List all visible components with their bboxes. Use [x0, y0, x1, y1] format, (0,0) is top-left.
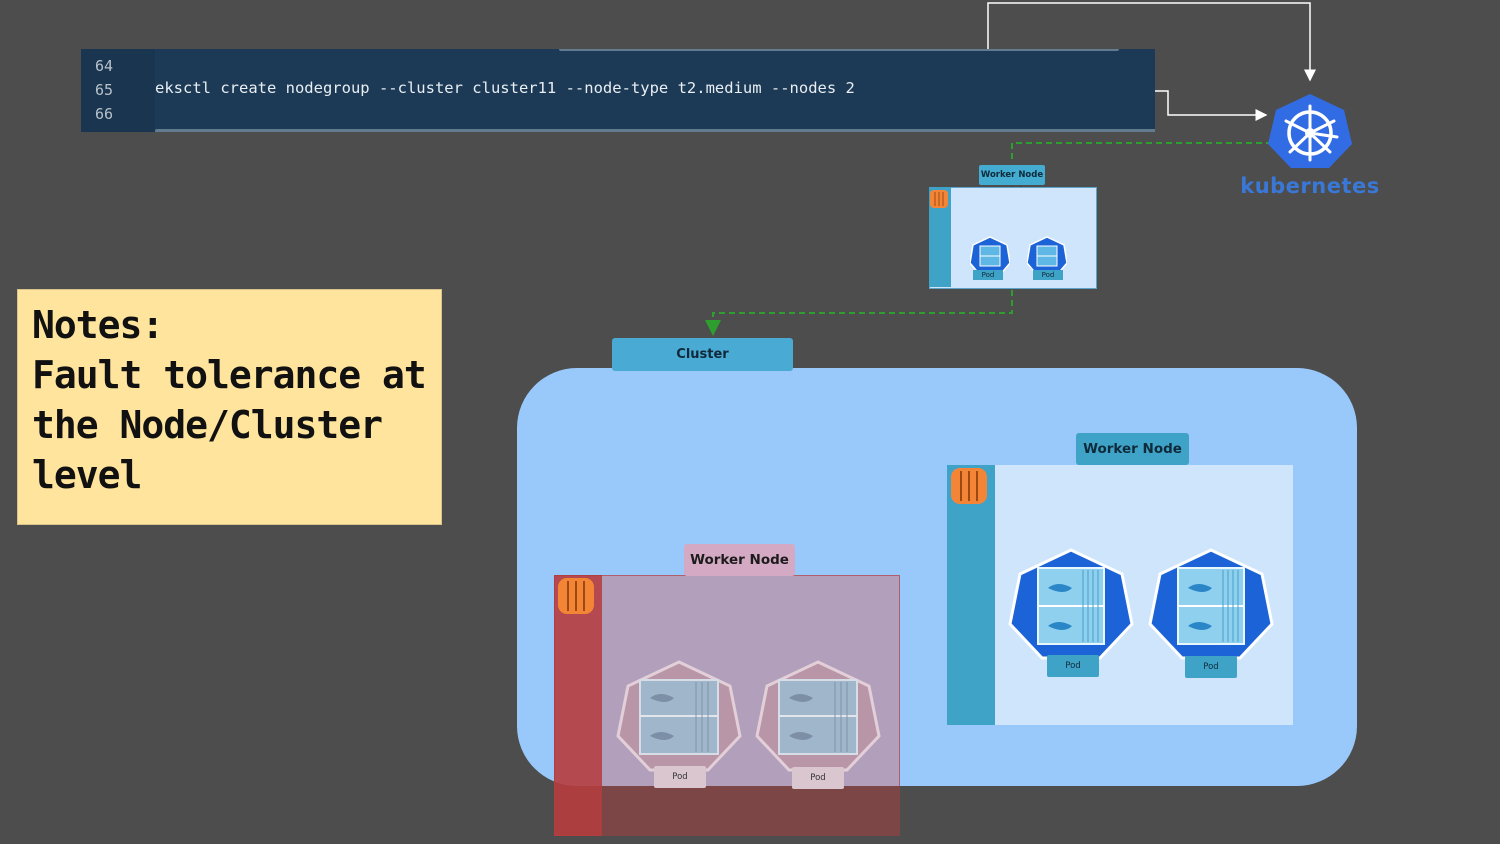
eksctl-command: eksctl create nodegroup --cluster cluste…	[155, 79, 855, 97]
pod-label: Pod	[1185, 656, 1237, 678]
pod-label: Pod	[1047, 655, 1099, 677]
small-worker-node	[929, 187, 1097, 289]
code-snippet: 64 65 66 eksctl create nodegroup --clust…	[81, 49, 1155, 132]
line-number: 65	[95, 81, 114, 99]
line-gutter	[81, 49, 155, 132]
right-worker-node-label: Worker Node	[1076, 433, 1189, 465]
small-worker-node-label: Worker Node	[979, 165, 1045, 185]
kubernetes-helm-icon	[1268, 94, 1352, 168]
notes-line: level	[32, 453, 142, 497]
partial-line	[559, 49, 1119, 51]
docker-container-icon	[616, 660, 742, 772]
docker-container-icon	[755, 660, 881, 772]
ec2-instance-icon	[930, 190, 948, 208]
notes-line: Fault tolerance at	[32, 353, 427, 397]
partial-line	[155, 129, 1155, 132]
pod-label: Pod	[973, 270, 1003, 280]
left-worker-node-label: Worker Node	[684, 544, 795, 576]
docker-container-icon	[1027, 236, 1067, 277]
right-worker-node-strip	[947, 465, 995, 725]
line-number: 64	[95, 57, 114, 75]
kubernetes-wordmark: kubernetes	[1240, 174, 1380, 198]
wire-node-to-cluster	[705, 290, 1013, 336]
cluster-label: Cluster	[612, 338, 793, 371]
docker-container-icon	[1008, 548, 1134, 660]
line-number: 66	[95, 105, 114, 123]
pod-label: Pod	[792, 767, 844, 789]
notes-card: Notes: Fault tolerance at the Node/Clust…	[17, 289, 442, 525]
ec2-instance-icon	[951, 468, 987, 504]
docker-container-icon	[1148, 548, 1274, 660]
pod-label: Pod	[1033, 270, 1063, 280]
left-worker-node-overflow	[602, 786, 900, 836]
notes-line: the Node/Cluster	[32, 403, 383, 447]
docker-container-icon	[970, 236, 1010, 277]
small-worker-node-strip	[929, 187, 951, 287]
notes-line: Notes:	[32, 303, 164, 347]
pod-label: Pod	[654, 766, 706, 788]
ec2-instance-icon	[558, 578, 594, 614]
wire-k8s-to-node	[1011, 142, 1272, 163]
left-worker-node-strip	[554, 575, 602, 836]
